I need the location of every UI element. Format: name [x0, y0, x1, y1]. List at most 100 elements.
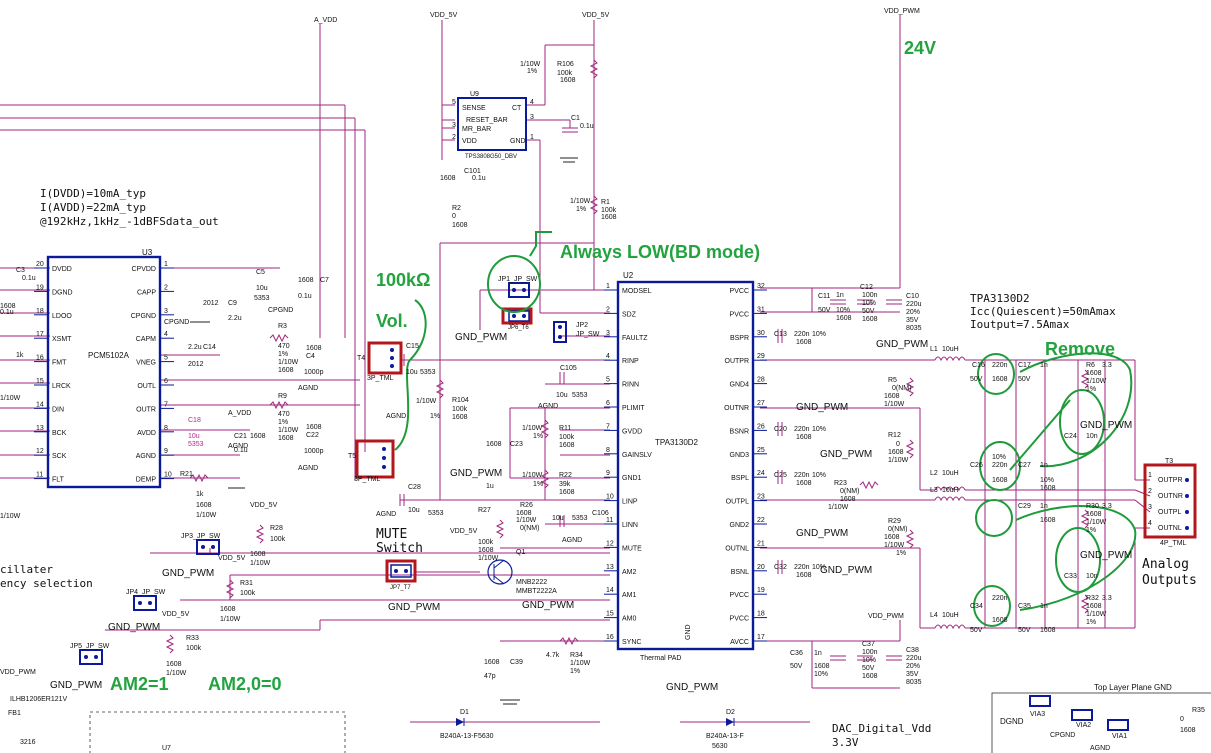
- svg-text:100k: 100k: [452, 406, 468, 413]
- svg-text:AGND: AGND: [376, 511, 396, 518]
- pin-number: 2: [164, 284, 168, 291]
- svg-text:1/10W: 1/10W: [0, 395, 21, 402]
- pin-number: 27: [757, 400, 765, 407]
- pin-number: 20: [36, 261, 44, 268]
- svg-text:1608: 1608: [884, 534, 900, 541]
- svg-text:CPGND: CPGND: [1050, 732, 1075, 739]
- svg-text:50V: 50V: [1018, 376, 1031, 383]
- svg-text:220n: 220n: [992, 462, 1008, 469]
- svg-text:AGND: AGND: [298, 465, 318, 472]
- svg-text:JP3_JP_SW: JP3_JP_SW: [181, 533, 221, 540]
- pin-name: XSMT: [52, 336, 72, 343]
- svg-text:1/10W: 1/10W: [0, 513, 21, 520]
- svg-text:3216: 3216: [20, 739, 36, 746]
- svg-text:R30: R30: [1086, 503, 1099, 510]
- svg-text:C33: C33: [1064, 573, 1077, 580]
- svg-text:10n: 10n: [1086, 573, 1098, 580]
- svg-text:R26: R26: [520, 502, 533, 509]
- svg-text:1/10W: 1/10W: [516, 517, 537, 524]
- svg-text:C22: C22: [306, 432, 319, 439]
- svg-text:1608: 1608: [250, 433, 266, 440]
- pin-name: DEMP: [136, 477, 157, 484]
- svg-text:VDD_5V: VDD_5V: [218, 555, 246, 562]
- svg-text:AGND: AGND: [1090, 745, 1110, 752]
- svg-text:@192kHz,1kHz_-1dBFSdata_out: @192kHz,1kHz_-1dBFSdata_out: [40, 215, 219, 228]
- svg-text:GND_PWM: GND_PWM: [108, 622, 160, 633]
- u2-name: TPA3130D2: [655, 438, 699, 447]
- svg-text:C32: C32: [774, 564, 787, 571]
- pin-number: 32: [757, 283, 765, 290]
- svg-text:10uH: 10uH: [942, 470, 959, 477]
- pin-number: 7: [164, 401, 168, 408]
- svg-text:1%: 1%: [1086, 386, 1096, 393]
- svg-text:1608: 1608: [452, 414, 468, 421]
- svg-text:OUTPL: OUTPL: [1158, 509, 1181, 516]
- svg-text:10%: 10%: [992, 454, 1006, 461]
- svg-text:C21: C21: [234, 433, 247, 440]
- svg-text:1%: 1%: [576, 206, 586, 213]
- svg-text:GND_PWM: GND_PWM: [820, 565, 872, 576]
- svg-text:C3: C3: [16, 267, 25, 274]
- svg-text:0(NM): 0(NM): [888, 526, 907, 533]
- svg-text:R6: R6: [1086, 362, 1095, 369]
- svg-text:ency selection: ency selection: [0, 577, 93, 590]
- svg-text:0(NM): 0(NM): [840, 488, 859, 495]
- svg-text:1: 1: [530, 134, 534, 141]
- svg-text:1608: 1608: [298, 277, 314, 284]
- pin-name: PVCC: [730, 311, 749, 318]
- pin-name: CPVDD: [131, 266, 156, 273]
- svg-text:0: 0: [452, 213, 456, 220]
- svg-text:100k: 100k: [559, 434, 575, 441]
- svg-text:VIA2: VIA2: [1076, 722, 1091, 729]
- u2-gnd: GND: [685, 624, 692, 640]
- svg-text:L2: L2: [930, 470, 938, 477]
- svg-text:VIA1: VIA1: [1112, 733, 1127, 740]
- pin-number: 25: [757, 447, 765, 454]
- t3-connector: T3 4P_TML OUTPR OUTNR OUTPL OUTNL 1 2 3 …: [1148, 458, 1187, 547]
- svg-text:220n: 220n: [992, 362, 1008, 369]
- pin-name: AM1: [622, 592, 637, 599]
- svg-text:1608: 1608: [452, 222, 468, 229]
- svg-text:GND_PWM: GND_PWM: [162, 568, 214, 579]
- svg-text:1k: 1k: [196, 491, 204, 498]
- svg-text:1%: 1%: [278, 419, 288, 426]
- pin-name: GVDD: [622, 428, 642, 435]
- svg-text:4: 4: [1148, 520, 1152, 527]
- pin-name: SYNC: [622, 639, 641, 646]
- svg-text:10%: 10%: [862, 657, 876, 664]
- red-highlight-boxes: [355, 307, 1197, 583]
- svg-text:C17: C17: [1018, 362, 1031, 369]
- svg-text:1608: 1608: [796, 572, 812, 579]
- svg-text:C20: C20: [774, 426, 787, 433]
- svg-text:10uH: 10uH: [942, 487, 959, 494]
- note-analog: Analog: [1142, 557, 1189, 572]
- svg-text:I(AVDD)=22mA_typ: I(AVDD)=22mA_typ: [40, 201, 146, 214]
- svg-text:100n: 100n: [862, 292, 878, 299]
- svg-text:VDD_PWM: VDD_PWM: [868, 613, 904, 620]
- svg-text:35V: 35V: [906, 671, 919, 678]
- pin-number: 5: [164, 355, 168, 362]
- pin-number: 4: [606, 353, 610, 360]
- svg-text:L4: L4: [930, 612, 938, 619]
- svg-text:1608: 1608: [862, 673, 878, 680]
- svg-text:MMBT2222A: MMBT2222A: [516, 588, 557, 595]
- svg-text:1608: 1608: [278, 367, 294, 374]
- svg-text:R32: R32: [1086, 595, 1099, 602]
- svg-text:3.3: 3.3: [1102, 503, 1112, 510]
- svg-text:1608: 1608: [196, 502, 212, 509]
- svg-text:1n: 1n: [1040, 462, 1048, 469]
- pin-number: 19: [757, 587, 765, 594]
- note-am2-1: AM2=1: [110, 674, 169, 694]
- svg-text:220u: 220u: [906, 301, 922, 308]
- svg-text:3: 3: [1148, 504, 1152, 511]
- note-vol: Vol.: [376, 311, 408, 331]
- pin-number: 29: [757, 353, 765, 360]
- svg-text:35V: 35V: [906, 317, 919, 324]
- jumpers: [79, 282, 1189, 731]
- svg-text:10u: 10u: [188, 433, 200, 440]
- pin-name: BSPL: [731, 475, 749, 482]
- pin-number: 13: [606, 564, 614, 571]
- pin-name: FMT: [52, 360, 67, 367]
- svg-text:1608: 1608: [836, 315, 852, 322]
- svg-text:VDD_5V: VDD_5V: [582, 12, 610, 19]
